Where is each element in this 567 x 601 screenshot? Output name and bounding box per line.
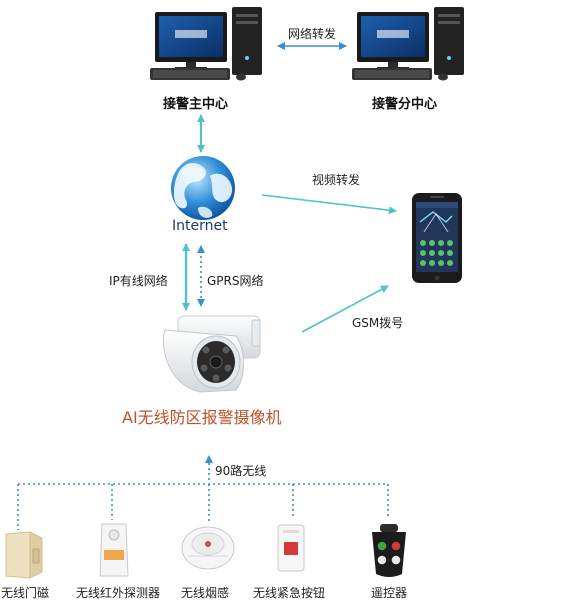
gprs-label: GPRS网络: [207, 274, 264, 288]
ip-wired-label: IP有线网络: [109, 274, 168, 288]
security-camera-icon: [162, 315, 261, 393]
video-forward-arrow: [261, 194, 397, 215]
main-center-label: 接警主中心: [163, 97, 229, 112]
internet-label: Internet: [172, 218, 228, 234]
emergency-button-icon: [277, 524, 305, 572]
wireless-bus: [17, 483, 389, 530]
sub-center-label: 接警分中心: [372, 97, 438, 112]
wireless-90-label: 90路无线: [215, 464, 267, 478]
camera-title: AI无线防区报警摄像机: [122, 408, 282, 427]
smoke-detector-icon: [181, 526, 235, 570]
smartphone-icon: [412, 193, 462, 283]
sensor-label-smoke: 无线烟感: [181, 586, 230, 600]
sensor-label-infrared: 无线红外探测器: [76, 586, 161, 600]
gsm-label: GSM拨号: [352, 316, 404, 330]
remote-control-icon: [372, 524, 406, 577]
door-sensor-icon: [5, 531, 43, 579]
sensor-label-door: 无线门磁: [1, 586, 50, 600]
infrared-detector-icon: [99, 523, 129, 577]
video-forward-label: 视频转发: [312, 173, 361, 187]
gsm-arrow: [301, 285, 389, 333]
internet-globe-icon: [171, 156, 235, 220]
sensor-label-remote: 遥控器: [371, 586, 408, 600]
sensor-label-emergency: 无线紧急按钮: [253, 586, 326, 600]
network-forward-label: 网络转发: [288, 27, 337, 41]
main-center-computer-icon: [150, 7, 262, 81]
sub-center-computer-icon: [352, 7, 464, 81]
